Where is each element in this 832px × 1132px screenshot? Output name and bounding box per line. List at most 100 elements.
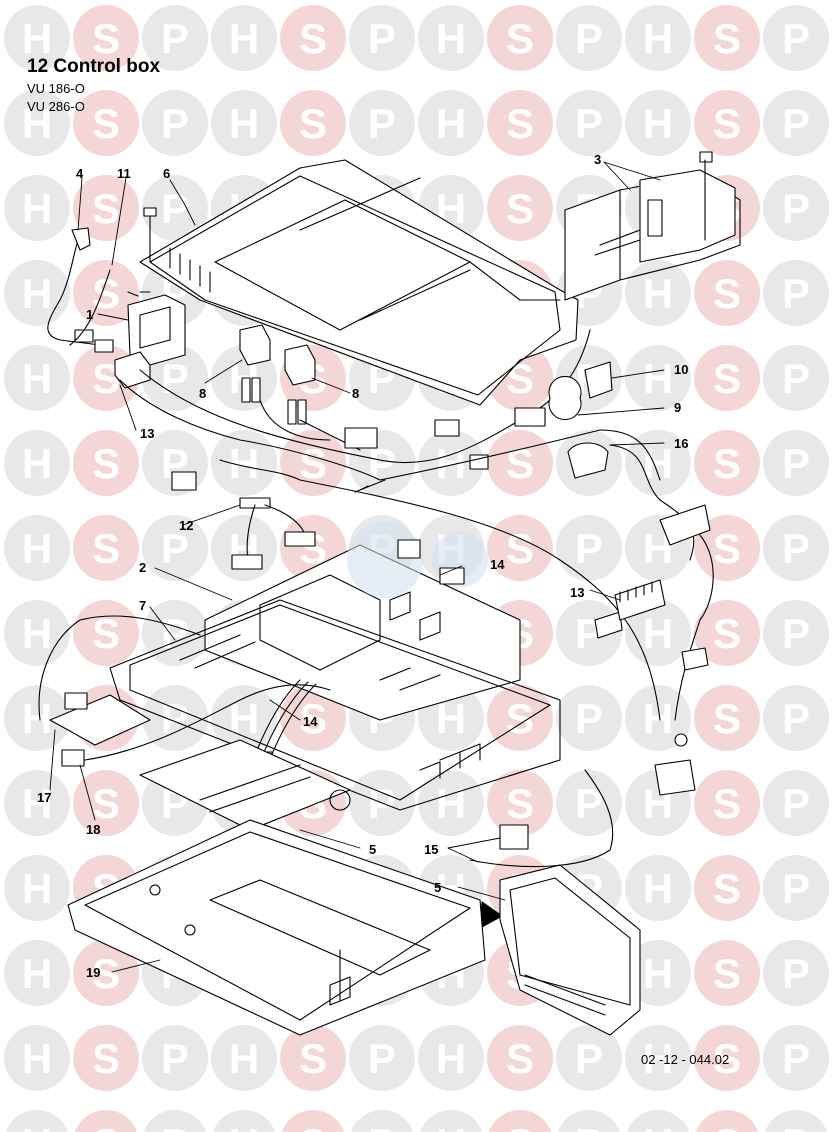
watermark-letter-p: P [575, 525, 603, 572]
callout-10: 10 [674, 362, 689, 377]
watermark-circle-p [556, 770, 622, 836]
watermark-circle-p [556, 5, 622, 71]
watermark-circle-h [625, 940, 691, 1006]
callout-4: 4 [76, 166, 84, 181]
callout-13-right: 13 [570, 585, 585, 600]
watermark-letter-h: H [643, 610, 673, 657]
watermark-circle-p [142, 5, 208, 71]
switch-part-15 [469, 769, 614, 868]
callout-15: 15 [424, 842, 439, 857]
leader-lines [49, 161, 665, 973]
watermark-letter-s: S [92, 270, 120, 317]
watermark-circle-s [694, 515, 760, 581]
watermark-letter-h: H [22, 525, 52, 572]
watermark-letter-p: P [161, 185, 189, 232]
watermark-letter-h: H [436, 1035, 466, 1082]
watermark-circle-h [418, 770, 484, 836]
wiring-harness [119, 329, 661, 721]
watermark-letter-s: S [713, 525, 741, 572]
watermark-circle-s [694, 345, 760, 411]
plug-part-18 [38, 615, 331, 767]
watermark-letter-h: H [22, 1035, 52, 1082]
watermark-letter-p: P [782, 1035, 810, 1082]
screw-part-6 [143, 207, 157, 263]
watermark-letter-h: H [643, 270, 673, 317]
watermark-letter-s: S [92, 780, 120, 827]
watermark-circle-h [625, 855, 691, 921]
watermark-circle-s [694, 260, 760, 326]
watermark-letter-s: S [713, 780, 741, 827]
watermark-letter-p: P [161, 100, 189, 147]
watermark-letter-s: S [506, 780, 534, 827]
watermark-circle-p [142, 90, 208, 156]
watermark-circle-h [4, 5, 70, 71]
callout-13-left: 13 [140, 426, 155, 441]
watermark-circle-h [4, 770, 70, 836]
callout-14-bottom: 14 [303, 714, 318, 729]
callout-17: 17 [37, 790, 52, 805]
watermark-circle-p [142, 1025, 208, 1091]
watermark-circle-s [73, 770, 139, 836]
watermark-letter-p: P [161, 1035, 189, 1082]
watermark-letter-p: P [575, 100, 603, 147]
watermark-letter-s: S [713, 440, 741, 487]
callout-5-top: 5 [369, 842, 377, 857]
watermark-circle-p [763, 940, 829, 1006]
callout-18: 18 [86, 822, 101, 837]
watermark-circle-s [487, 770, 553, 836]
watermark-letter-h: H [22, 865, 52, 912]
terminal-block-part-16 [567, 442, 714, 721]
watermark-letter-s: S [299, 15, 327, 62]
watermark-circle-s [280, 90, 346, 156]
watermark-circle-s [694, 90, 760, 156]
watermark-letter-p: P [782, 780, 810, 827]
watermark-letter-s: S [713, 1035, 741, 1082]
earth-lead-part-11 [69, 269, 111, 346]
watermark-letter-p: P [782, 355, 810, 402]
watermark-letter-h: H [436, 440, 466, 487]
watermark-letter-h: H [643, 695, 673, 742]
watermark-letter-h: H [22, 780, 52, 827]
watermark-letter-s: S [92, 15, 120, 62]
watermark-circle-s [695, 1110, 759, 1132]
watermark-circle-h [212, 1110, 276, 1132]
watermark-letter-p: P [782, 950, 810, 997]
watermark-letter-p: P [782, 865, 810, 912]
module-part-5-right [499, 864, 641, 1036]
watermark-letter-h: H [22, 270, 52, 317]
watermark-letter-s: S [713, 1120, 741, 1132]
watermark-letter-h: H [229, 100, 259, 147]
watermark-circle-h [418, 5, 484, 71]
watermark-letter-h: H [22, 15, 52, 62]
watermark-letter-h: H [436, 1120, 466, 1132]
watermark-circle-s [73, 515, 139, 581]
callout-5-right: 5 [434, 880, 442, 895]
watermark-letter-s: S [92, 610, 120, 657]
watermark-letter-s: S [713, 270, 741, 317]
watermark-circle-s [488, 1110, 552, 1132]
model-label-2: VU 286-O [27, 99, 85, 114]
watermark-circle-p [557, 1110, 621, 1132]
watermark-letter-p: P [782, 185, 810, 232]
callout-1: 1 [86, 307, 94, 322]
watermark-circle-h [418, 430, 484, 496]
watermark-letter-p: P [575, 1120, 603, 1132]
watermark-circle-p [763, 770, 829, 836]
watermark-letter-s: S [506, 1120, 534, 1132]
watermark-circle-h [211, 1025, 277, 1091]
watermark-circle-s [73, 90, 139, 156]
watermark-circle-s [280, 430, 346, 496]
watermark-circle-p [763, 600, 829, 666]
watermark-circle-h [418, 90, 484, 156]
drawing-reference: 02 -12 - 044.02 [641, 1052, 730, 1067]
watermark-circle-s [73, 940, 139, 1006]
callout-6: 6 [163, 166, 171, 181]
watermark-circle-p [763, 260, 829, 326]
watermark-circle-h [625, 5, 691, 71]
watermark-letter-h: H [643, 15, 673, 62]
watermark-circle-h [4, 430, 70, 496]
clip-mid [594, 611, 623, 639]
watermark-letter-h: H [643, 355, 673, 402]
watermark-circle-s [280, 685, 346, 751]
